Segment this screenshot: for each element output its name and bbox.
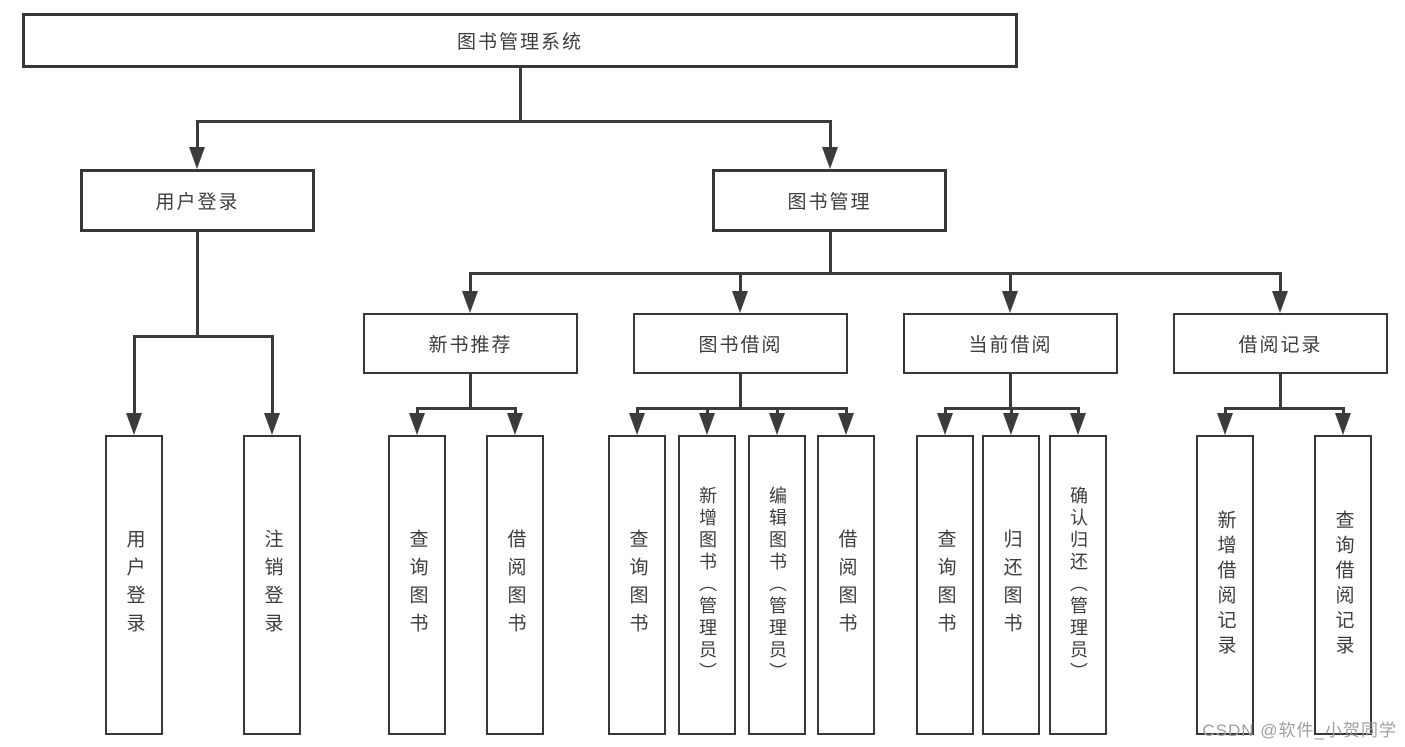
arrow-down-icon (769, 413, 785, 435)
connector-stem (1278, 374, 1282, 410)
arrow-down-icon (264, 413, 280, 435)
node-leaf-borrow-book-1: 借阅图书 (486, 435, 544, 735)
connector-stem (518, 68, 522, 123)
arrow-down-icon (189, 147, 205, 169)
node-root-label: 图书管理系统 (456, 32, 583, 53)
node-leaf-query-borrow-record: 查询借阅记录 (1314, 435, 1372, 735)
arrow-down-icon (126, 413, 142, 435)
node-leaf-confirm-return-admin-label: 确认归还（管理员） (1068, 486, 1088, 684)
connector-drop (635, 407, 639, 415)
arrow-down-icon (838, 413, 854, 435)
node-book-borrow-label: 图书借阅 (698, 335, 783, 356)
node-book-management: 图书管理 (712, 169, 947, 232)
connector-drop (1009, 407, 1013, 415)
connector-drop (513, 407, 517, 415)
node-book-borrow: 图书借阅 (633, 313, 848, 374)
arrow-down-icon (629, 413, 645, 435)
arrow-down-icon (1335, 413, 1351, 435)
connector-rail (415, 407, 517, 410)
node-leaf-return-book: 归还图书 (982, 435, 1040, 735)
connector-stem (468, 374, 472, 410)
node-leaf-return-book-label: 归还图书 (1000, 529, 1022, 641)
connector-rail (1223, 407, 1345, 410)
connector-drop (1008, 272, 1012, 293)
connector-stem (1008, 374, 1012, 410)
node-leaf-edit-book-admin-label: 编辑图书（管理员） (767, 486, 787, 684)
arrow-down-icon (507, 413, 523, 435)
node-root: 图书管理系统 (22, 13, 1018, 68)
node-leaf-edit-book-admin: 编辑图书（管理员） (748, 435, 806, 735)
node-user-login-label: 用户登录 (155, 192, 240, 213)
node-leaf-add-book-admin-label: 新增图书（管理员） (697, 486, 717, 684)
arrow-down-icon (1217, 413, 1233, 435)
node-leaf-user-login-label: 用户登录 (123, 529, 145, 641)
connector-drop (1341, 407, 1345, 415)
node-leaf-user-login: 用户登录 (105, 435, 163, 735)
arrow-down-icon (462, 291, 478, 313)
connector-drop (1076, 407, 1080, 415)
connector-stem (828, 232, 832, 275)
node-leaf-borrow-book-2-label: 借阅图书 (835, 529, 857, 641)
arrow-down-icon (1002, 291, 1018, 313)
arrow-down-icon (732, 291, 748, 313)
connector-drop (844, 407, 848, 415)
connector-drop (828, 120, 832, 149)
node-leaf-add-borrow-record-label: 新增借阅记录 (1214, 510, 1236, 660)
connector-drop (468, 272, 472, 293)
connector-drop (943, 407, 947, 415)
arrow-down-icon (409, 413, 425, 435)
connector-rail (132, 335, 274, 338)
connector-drop (1223, 407, 1227, 415)
node-leaf-query-book-2: 查询图书 (608, 435, 666, 735)
node-new-book-recommend-label: 新书推荐 (428, 335, 513, 356)
connector-drop (415, 407, 419, 415)
arrow-down-icon (1070, 413, 1086, 435)
node-leaf-query-borrow-record-label: 查询借阅记录 (1332, 510, 1354, 660)
node-current-borrow: 当前借阅 (903, 313, 1118, 374)
node-leaf-logout: 注销登录 (243, 435, 301, 735)
connector-drop (270, 335, 274, 415)
node-book-management-label: 图书管理 (787, 192, 872, 213)
connector-drop (132, 335, 136, 415)
node-leaf-add-borrow-record: 新增借阅记录 (1196, 435, 1254, 735)
arrow-down-icon (699, 413, 715, 435)
connector-stem (738, 374, 742, 410)
connector-drop (1278, 272, 1282, 293)
connector-stem (195, 232, 199, 338)
node-current-borrow-label: 当前借阅 (968, 335, 1053, 356)
node-leaf-query-book-1: 查询图书 (388, 435, 446, 735)
arrow-down-icon (822, 147, 838, 169)
node-leaf-query-book-3-label: 查询图书 (934, 529, 956, 641)
node-new-book-recommend: 新书推荐 (363, 313, 578, 374)
arrow-down-icon (937, 413, 953, 435)
node-leaf-add-book-admin: 新增图书（管理员） (678, 435, 736, 735)
node-leaf-query-book-3: 查询图书 (916, 435, 974, 735)
node-leaf-confirm-return-admin: 确认归还（管理员） (1049, 435, 1107, 735)
connector-rail (195, 120, 832, 123)
watermark: CSDN @软件_小贺同学 (1202, 721, 1397, 740)
node-user-login: 用户登录 (80, 169, 315, 232)
connector-drop (195, 120, 199, 149)
arrow-down-icon (1272, 291, 1288, 313)
node-leaf-logout-label: 注销登录 (261, 529, 283, 641)
connector-rail (635, 407, 848, 410)
connector-drop (705, 407, 709, 415)
node-borrow-records-label: 借阅记录 (1238, 335, 1323, 356)
arrow-down-icon (1003, 413, 1019, 435)
node-leaf-borrow-book-1-label: 借阅图书 (504, 529, 526, 641)
node-leaf-query-book-2-label: 查询图书 (626, 529, 648, 641)
connector-drop (775, 407, 779, 415)
node-leaf-borrow-book-2: 借阅图书 (817, 435, 875, 735)
node-leaf-query-book-1-label: 查询图书 (406, 529, 428, 641)
connector-drop (738, 272, 742, 293)
node-borrow-records: 借阅记录 (1173, 313, 1388, 374)
connector-rail (468, 272, 1282, 275)
